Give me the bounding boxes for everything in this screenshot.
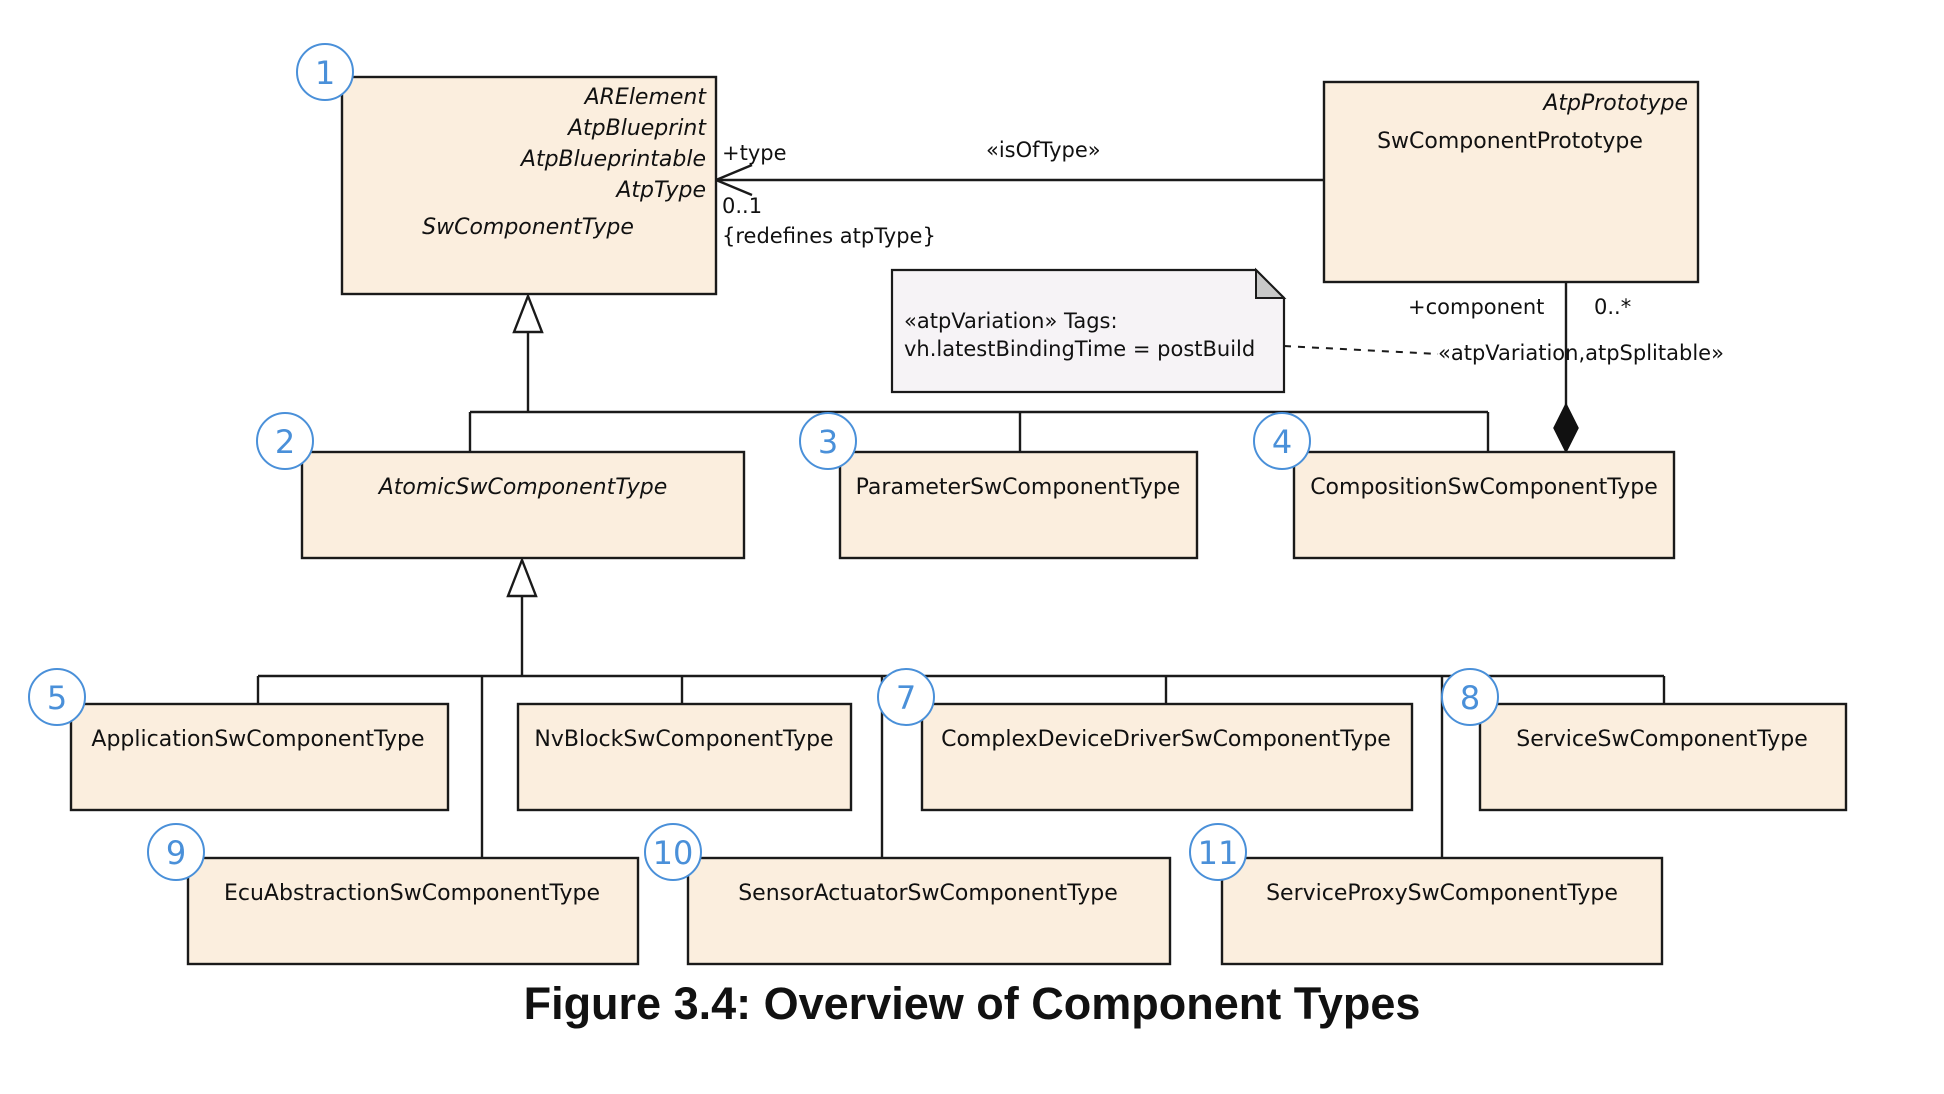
multiplicity-label: 0..1 — [722, 194, 762, 218]
badge-number: 1 — [315, 54, 335, 92]
class-name: ServiceSwComponentType — [1516, 727, 1808, 752]
badge-number: 11 — [1198, 834, 1239, 872]
badge-3: 3 — [799, 412, 857, 470]
badge-number: 4 — [1272, 423, 1292, 461]
badge-number: 7 — [896, 679, 916, 717]
class-name: ParameterSwComponentType — [856, 475, 1181, 500]
class-serviceswcomponenttype: ServiceSwComponentType — [1478, 702, 1848, 812]
class-serviceproxyswcomponenttype: ServiceProxySwComponentType — [1220, 856, 1664, 966]
class-name: ServiceProxySwComponentType — [1266, 881, 1618, 906]
class-sensoractuatorswcomponenttype: SensorActuatorSwComponentType — [686, 856, 1172, 966]
class-name: SwComponentPrototype — [1377, 129, 1643, 154]
badge-4: 4 — [1253, 412, 1311, 470]
badge-number: 3 — [818, 423, 838, 461]
class-name: SensorActuatorSwComponentType — [738, 881, 1118, 906]
class-ecuabstractionswcomponenttype: EcuAbstractionSwComponentType — [186, 856, 640, 966]
badge-5: 5 — [28, 668, 86, 726]
class-compositionswcomponenttype: CompositionSwComponentType — [1292, 450, 1676, 560]
class-name: ApplicationSwComponentType — [91, 727, 424, 752]
badge-7: 7 — [877, 668, 935, 726]
class-applicationswcomponenttype: ApplicationSwComponentType — [69, 702, 450, 812]
stereotype-atpprototype: AtpPrototype — [1541, 91, 1688, 116]
stereotype-atpblueprint: AtpBlueprint — [566, 116, 707, 141]
class-name: NvBlockSwComponentType — [534, 727, 833, 752]
generalization-tree-top — [468, 292, 1490, 452]
note: «atpVariation» Tags: vh.latestBindingTim… — [890, 267, 1439, 394]
class-name: ComplexDeviceDriverSwComponentType — [941, 727, 1391, 752]
association-component: +component 0..* «atpVariation,atpSplitab… — [1408, 282, 1724, 454]
role-type-label: +type — [722, 141, 787, 165]
badge-number: 10 — [653, 834, 694, 872]
badge-1: 1 — [296, 43, 354, 101]
class-atomicswcomponenttype: AtomicSwComponentType — [300, 450, 746, 560]
class-swcomponenttype: ARElement AtpBlueprint AtpBlueprintable … — [340, 75, 718, 296]
association-isoftype: +type 0..1 {redefines atpType} «isOfType… — [712, 138, 1324, 248]
multiplicity-component-label: 0..* — [1594, 295, 1631, 319]
class-complexdevicedriverswcomponenttype: ComplexDeviceDriverSwComponentType — [920, 702, 1414, 812]
badge-8: 8 — [1441, 668, 1499, 726]
generalization-tree-atomic — [256, 556, 1666, 858]
class-name: EcuAbstractionSwComponentType — [224, 881, 600, 906]
badge-number: 5 — [47, 679, 67, 717]
constraint-label: {redefines atpType} — [722, 224, 936, 248]
badge-11: 11 — [1189, 823, 1247, 881]
badge-10: 10 — [644, 823, 702, 881]
badge-number: 8 — [1460, 679, 1480, 717]
composition-diamond — [1553, 402, 1579, 454]
class-name: CompositionSwComponentType — [1310, 475, 1658, 500]
class-nvblockswcomponenttype: NvBlockSwComponentType — [516, 702, 853, 812]
generalization-arrow-head — [506, 556, 538, 598]
badge-number: 2 — [275, 423, 295, 461]
role-component-label: +component — [1408, 295, 1544, 319]
class-name: AtomicSwComponentType — [377, 475, 668, 500]
class-parameterswcomponenttype: ParameterSwComponentType — [838, 450, 1199, 560]
stereotype-atpblueprintable: AtpBlueprintable — [519, 147, 706, 172]
figure-caption: Figure 3.4: Overview of Component Types — [523, 978, 1421, 1029]
stereotype-arelement: ARElement — [583, 85, 708, 110]
note-line-2: vh.latestBindingTime = postBuild — [904, 337, 1255, 361]
class-swcomponentprototype: AtpPrototype SwComponentPrototype — [1322, 80, 1700, 284]
note-line-1: «atpVariation» Tags: — [904, 309, 1118, 333]
badge-9: 9 — [147, 823, 205, 881]
generalization-arrow-head — [512, 292, 544, 334]
class-name: SwComponentType — [422, 215, 634, 240]
stereotype-isoftype: «isOfType» — [986, 138, 1101, 162]
badge-number: 9 — [166, 834, 186, 872]
stereotype-atptype: AtpType — [614, 178, 706, 203]
badge-2: 2 — [256, 412, 314, 470]
stereotype-atpvariation: «atpVariation,atpSplitable» — [1438, 341, 1724, 365]
